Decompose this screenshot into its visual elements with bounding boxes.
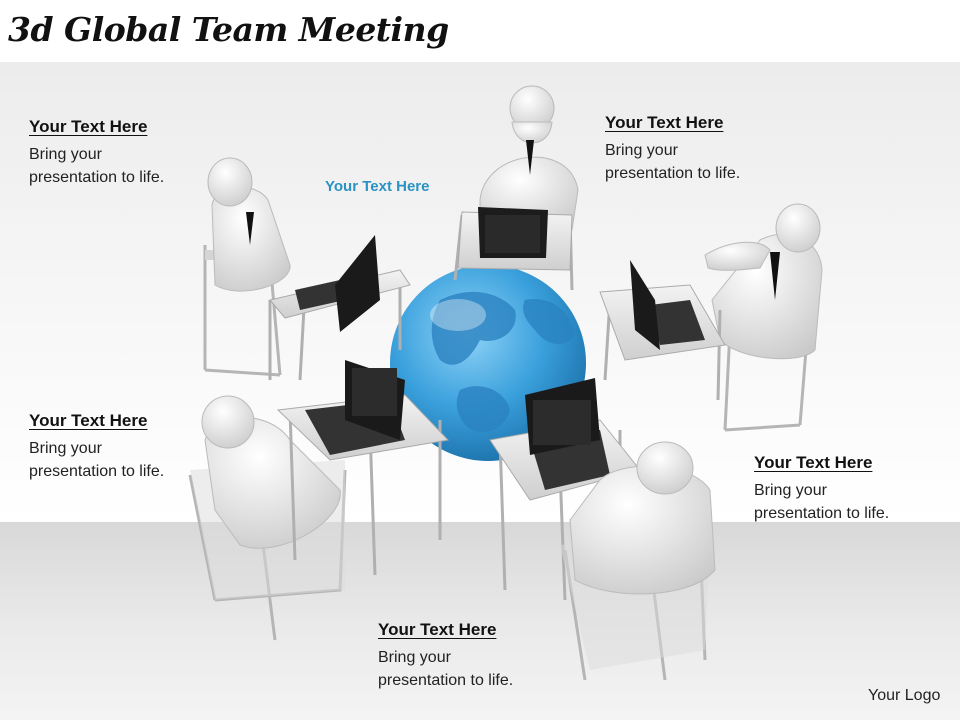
center-label: Your Text Here: [325, 178, 430, 195]
background-floor: [0, 522, 960, 720]
person-top-center: [453, 85, 579, 291]
text-block-heading: Your Text Here: [378, 620, 497, 639]
text-block-bottom: Your Text Here Bring your presentation t…: [378, 620, 578, 692]
slide-title: 3d Global Team Meeting: [8, 10, 449, 49]
text-block-top-right: Your Text Here Bring your presentation t…: [605, 113, 805, 185]
text-block-body: Bring your presentation to life.: [29, 440, 165, 480]
person-top-left: [203, 157, 411, 381]
text-block-heading: Your Text Here: [754, 453, 873, 472]
text-block-heading: Your Text Here: [605, 113, 724, 132]
text-block-middle-right: Your Text Here Bring your presentation t…: [754, 453, 954, 525]
logo-placeholder: Your Logo: [868, 687, 941, 704]
text-block-body: Bring your presentation to life.: [378, 649, 514, 689]
text-block-heading: Your Text Here: [29, 117, 148, 136]
text-block-top-left: Your Text Here Bring your presentation t…: [29, 117, 229, 189]
text-block-heading: Your Text Here: [29, 411, 148, 430]
text-block-body: Bring your presentation to life.: [29, 146, 165, 186]
text-block-body: Bring your presentation to life.: [754, 482, 890, 522]
text-block-body: Bring your presentation to life.: [605, 142, 741, 182]
person-bottom-right: [489, 378, 716, 681]
person-bottom-left: [188, 360, 450, 641]
text-block-middle-left: Your Text Here Bring your presentation t…: [29, 411, 229, 483]
person-right: [599, 203, 823, 432]
